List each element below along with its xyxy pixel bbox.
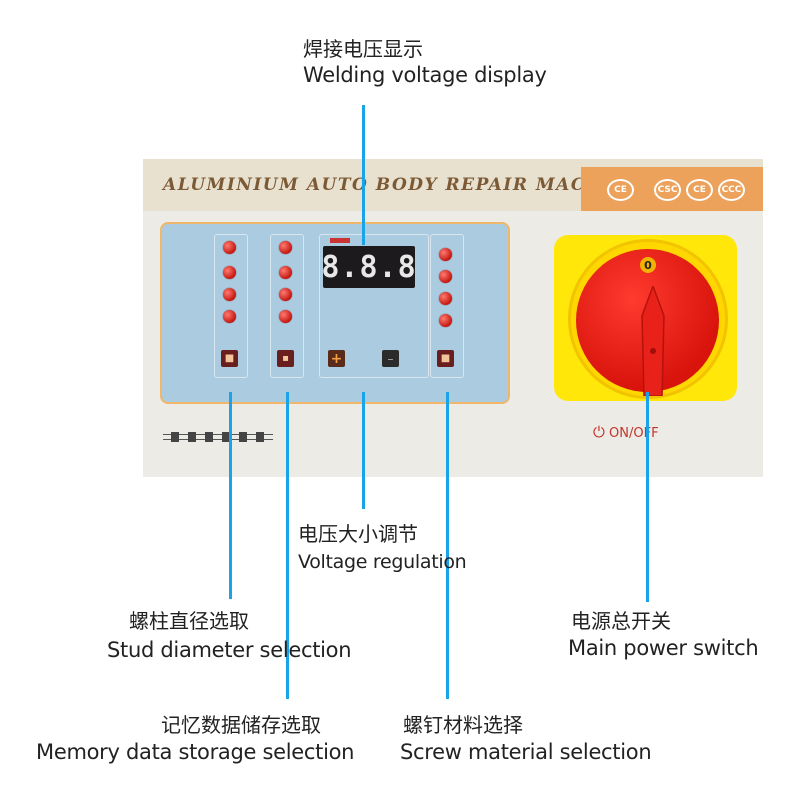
- display-column: [319, 234, 429, 378]
- stud-led-3: [223, 288, 236, 301]
- main-power-switch-handle[interactable]: [640, 286, 666, 396]
- power-icon: ⏻: [593, 423, 605, 441]
- memory-led-1: [279, 241, 292, 254]
- stud-callout-zh: 螺柱直径选取: [129, 609, 249, 633]
- barcode-icon: [163, 432, 273, 442]
- certification-bar: CE CSC CE CCC: [581, 167, 763, 211]
- memory-column: [270, 234, 304, 378]
- memory-led-4: [279, 310, 292, 323]
- memory-select-button[interactable]: ▪: [277, 350, 294, 367]
- display-callout-zh: 焊接电压显示: [303, 37, 423, 61]
- stud-led-2: [223, 266, 236, 279]
- screw-led-2: [439, 270, 452, 283]
- control-panel: ■ ▪ 8.8.8 + – ■: [160, 222, 510, 404]
- switch-zero-mark: 0: [640, 257, 656, 273]
- screw-led-3: [439, 292, 452, 305]
- voltage-callout-zh: 电压大小调节: [298, 522, 418, 546]
- display-brand-mark: [330, 238, 350, 243]
- voltage-display: 8.8.8: [321, 246, 417, 288]
- leader-voltage: [362, 392, 365, 509]
- memory-callout-zh: 记忆数据储存选取: [161, 713, 321, 737]
- repair-machine-front-panel: ALUMINIUM AUTO BODY REPAIR MACHINE CE CS…: [143, 159, 763, 477]
- cert-logo-3: CE: [686, 179, 713, 201]
- voltage-callout-en: Voltage regulation: [298, 551, 467, 573]
- cert-logo-4: CCC: [718, 179, 745, 201]
- machine-title: ALUMINIUM AUTO BODY REPAIR MACHINE: [163, 175, 645, 195]
- screw-led-4: [439, 314, 452, 327]
- stud-select-button[interactable]: ■: [221, 350, 238, 367]
- display-callout-en: Welding voltage display: [303, 63, 547, 87]
- voltage-up-button[interactable]: +: [328, 350, 345, 367]
- stud-led-1: [223, 241, 236, 254]
- cert-logo-2: CSC: [654, 179, 681, 201]
- screw-callout-zh: 螺钉材料选择: [403, 713, 523, 737]
- leader-power: [646, 392, 649, 602]
- leader-memory: [286, 392, 289, 699]
- stud-callout-en: Stud diameter selection: [107, 638, 352, 662]
- screw-led-1: [439, 248, 452, 261]
- power-callout-zh: 电源总开关: [571, 609, 671, 633]
- stud-column: [214, 234, 248, 378]
- leader-display: [362, 105, 365, 245]
- memory-led-3: [279, 288, 292, 301]
- memory-led-2: [279, 266, 292, 279]
- memory-callout-en: Memory data storage selection: [36, 740, 355, 764]
- power-text: ON/OFF: [609, 426, 659, 441]
- leader-stud: [229, 392, 232, 599]
- leader-screw: [446, 392, 449, 699]
- power-callout-en: Main power switch: [568, 636, 759, 660]
- screw-callout-en: Screw material selection: [400, 740, 652, 764]
- voltage-down-button[interactable]: –: [382, 350, 399, 367]
- stud-led-4: [223, 310, 236, 323]
- cert-logo-1: CE: [607, 179, 634, 201]
- voltage-display-digits: 8.8.8: [321, 249, 417, 285]
- screw-column: [430, 234, 464, 378]
- screw-select-button[interactable]: ■: [437, 350, 454, 367]
